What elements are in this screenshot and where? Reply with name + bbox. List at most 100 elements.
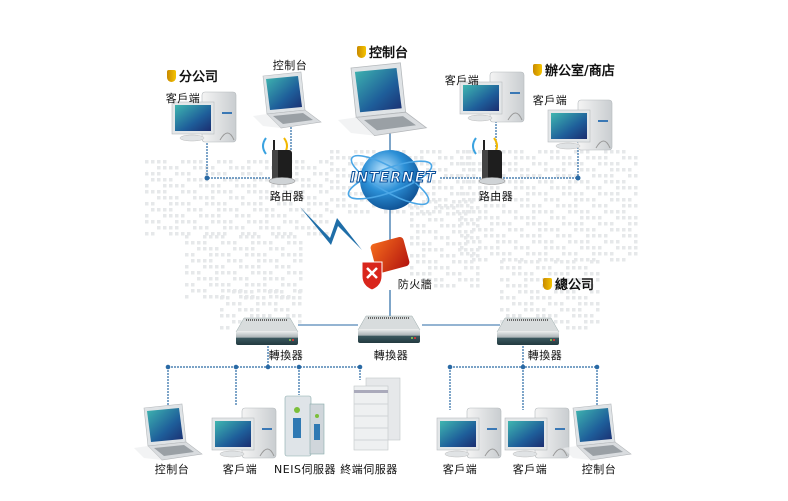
map-dot xyxy=(472,240,476,244)
map-dot xyxy=(512,314,516,318)
map-dot xyxy=(295,208,299,212)
map-dot xyxy=(197,247,201,251)
map-dot xyxy=(211,190,215,194)
map-dot xyxy=(145,190,149,194)
map-dot xyxy=(257,265,261,269)
map-dot xyxy=(223,232,227,236)
map-dot xyxy=(251,247,255,251)
switch-center-label: 轉換器 xyxy=(373,349,409,362)
map-dot xyxy=(458,218,462,222)
map-dot xyxy=(478,150,482,154)
map-dot xyxy=(410,206,414,210)
map-dot xyxy=(396,210,400,214)
map-dot xyxy=(478,162,482,166)
map-dot xyxy=(502,240,506,244)
map-dot xyxy=(211,166,215,170)
map-dot xyxy=(590,320,594,324)
map-dot xyxy=(556,204,560,208)
map-dot xyxy=(628,198,632,202)
map-dot xyxy=(432,180,436,184)
map-dot xyxy=(566,260,570,264)
map-dot xyxy=(211,172,215,176)
map-dot xyxy=(434,248,438,252)
map-dot xyxy=(532,204,536,208)
map-dot xyxy=(293,259,297,263)
map-dot xyxy=(217,208,221,212)
map-dot xyxy=(307,196,311,200)
map-dot xyxy=(598,156,602,160)
map-dot xyxy=(287,235,291,239)
map-dot xyxy=(211,232,215,236)
shield-badge-icon xyxy=(533,63,542,76)
map-dot xyxy=(426,150,430,154)
map-dot xyxy=(544,228,548,232)
map-dot xyxy=(410,266,414,270)
map-dot xyxy=(634,204,638,208)
map-dot xyxy=(622,204,626,208)
map-dot xyxy=(586,156,590,160)
map-dot xyxy=(263,283,267,287)
map-dot xyxy=(330,150,334,154)
map-dot xyxy=(163,178,167,182)
map-dot xyxy=(568,192,572,196)
map-dot xyxy=(596,260,600,264)
map-dot xyxy=(500,266,504,270)
map-dot xyxy=(221,271,225,275)
map-dot xyxy=(536,278,540,282)
map-dot xyxy=(215,283,219,287)
map-dot xyxy=(502,174,506,178)
map-dot xyxy=(262,314,266,318)
map-dot xyxy=(526,246,530,250)
map-dot xyxy=(299,247,303,251)
map-dot xyxy=(169,214,173,218)
map-dot xyxy=(592,204,596,208)
map-dot xyxy=(556,168,560,172)
map-dot xyxy=(536,308,540,312)
map-dot xyxy=(287,253,291,257)
map-dot xyxy=(532,174,536,178)
site-label-console: 控制台 xyxy=(357,42,408,61)
map-dot xyxy=(556,228,560,232)
map-dot xyxy=(235,208,239,212)
map-dot xyxy=(319,190,323,194)
map-dot xyxy=(239,265,243,269)
map-dot xyxy=(209,265,213,269)
map-dot xyxy=(512,266,516,270)
map-dot xyxy=(330,156,334,160)
map-dot xyxy=(265,160,269,164)
map-dot xyxy=(199,226,203,230)
map-dot xyxy=(281,253,285,257)
map-dot xyxy=(574,150,578,154)
map-dot xyxy=(610,174,614,178)
map-dot xyxy=(428,266,432,270)
map-dot xyxy=(286,314,290,318)
map-dot xyxy=(462,150,466,154)
map-dot xyxy=(295,190,299,194)
map-dot xyxy=(508,192,512,196)
terminal-server-icon xyxy=(353,377,401,451)
link-hq-right-drops xyxy=(449,367,598,410)
map-dot xyxy=(420,180,424,184)
map-dot xyxy=(223,160,227,164)
map-dot xyxy=(450,204,454,208)
map-dot xyxy=(508,180,512,184)
map-dot xyxy=(215,253,219,257)
map-dot xyxy=(185,241,189,245)
map-dot xyxy=(256,302,260,306)
map-dot xyxy=(199,184,203,188)
map-dot xyxy=(372,150,376,154)
map-dot xyxy=(514,186,518,190)
map-dot xyxy=(151,232,155,236)
map-dot xyxy=(580,210,584,214)
map-dot xyxy=(458,224,462,228)
map-dot xyxy=(610,168,614,172)
map-dot xyxy=(526,204,530,208)
map-dot xyxy=(163,166,167,170)
map-dot xyxy=(432,186,436,190)
map-dot xyxy=(283,232,287,236)
map-dot xyxy=(157,172,161,176)
map-dot xyxy=(307,202,311,206)
map-dot xyxy=(416,284,420,288)
map-dot xyxy=(502,234,506,238)
map-dot xyxy=(508,258,512,262)
